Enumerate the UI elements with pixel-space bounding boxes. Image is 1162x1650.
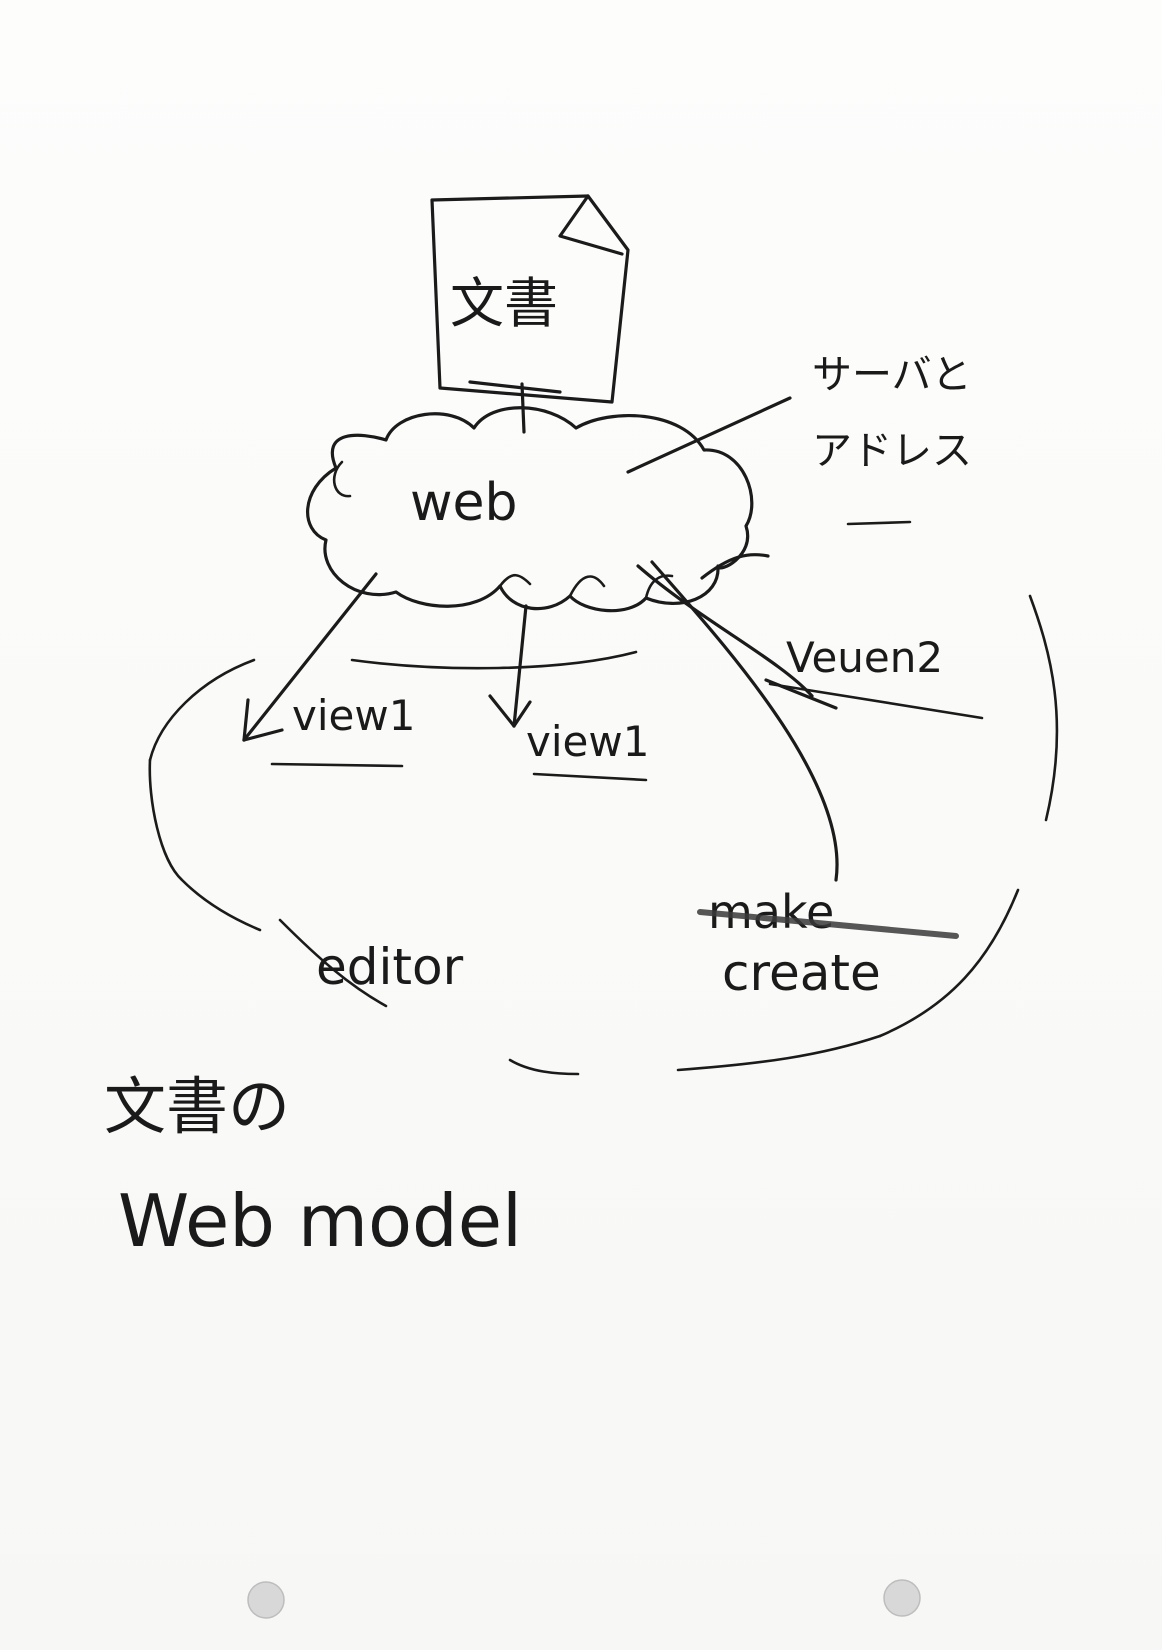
editor-boundary [148,520,1059,1076]
view-1-underline [270,762,404,768]
server-label-line2: アドレス [812,428,972,474]
view-3-underline [768,682,984,720]
document-icon [430,194,630,434]
caption-line-1: 文書の [104,1070,290,1143]
strike-through-line [697,909,959,939]
create-label: create [722,944,881,1002]
view-2-underline [532,772,648,782]
view-label-3: Veuen2 [786,633,943,682]
server-pointer-line [626,396,792,474]
caption-line-2: Web model [118,1179,522,1263]
cloud-label: web [410,473,518,533]
editor-label: editor [316,938,464,996]
server-label-line1: サーバと [812,352,972,398]
punch-hole-right [883,1579,921,1617]
web-cloud [306,406,754,613]
view-label-1: view1 [292,691,415,740]
document-label: 文書 [450,272,558,335]
view-label-2: view1 [526,717,649,766]
punch-hole-left [247,1581,285,1619]
